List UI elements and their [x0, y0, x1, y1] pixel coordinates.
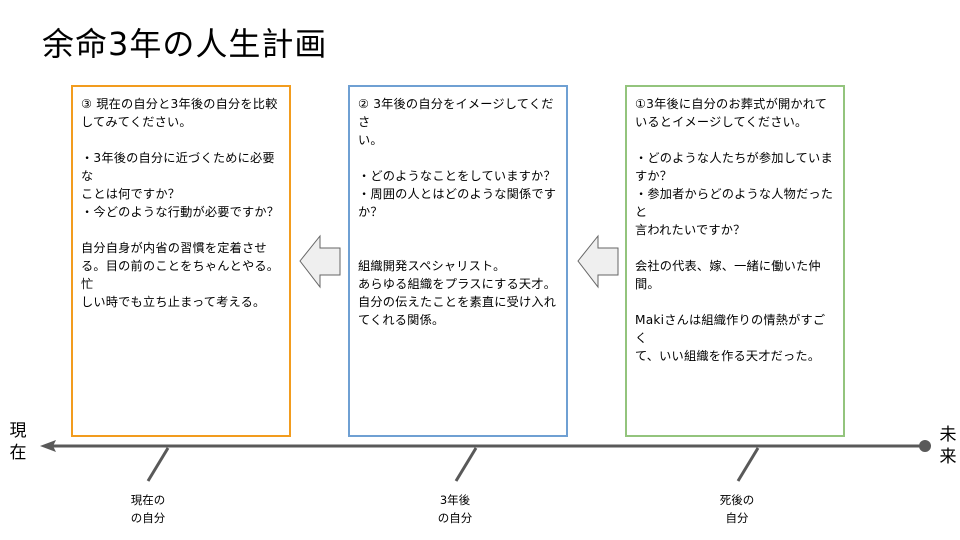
timeline-end-dot [919, 440, 931, 452]
present-self-text: ③ 現在の自分と3年後の自分を比較 してみてください。 ・3年後の自分に近づくた… [81, 97, 280, 309]
timeline-tick [146, 447, 170, 482]
tick-label-three-years: 3年後 の自分 [437, 493, 473, 525]
tick-label-present: 現在の の自分 [130, 493, 166, 525]
timeline-future-label: 未 来 [939, 425, 957, 467]
tick-label-after-death: 死後の 自分 [719, 493, 755, 525]
left-arrow-icon [299, 234, 341, 289]
present-self-box: ③ 現在の自分と3年後の自分を比較 してみてください。 ・3年後の自分に近づくた… [71, 85, 291, 437]
timeline-present-label: 現 在 [9, 421, 27, 463]
timeline-tick [736, 447, 760, 482]
funeral-text: ①3年後に自分のお葬式が開かれて いるとイメージしてください。 ・どのような人た… [635, 97, 834, 363]
left-arrow-icon [577, 234, 619, 289]
funeral-box: ①3年後に自分のお葬式が開かれて いるとイメージしてください。 ・どのような人た… [625, 85, 845, 437]
three-years-later-box: ② 3年後の自分をイメージしてくださ い。 ・どのようなことをしていますか？ ・… [348, 85, 568, 437]
timeline-tick [454, 447, 478, 482]
page-title: 余命3年の人生計画 [42, 25, 328, 63]
three-years-later-text: ② 3年後の自分をイメージしてくださ い。 ・どのようなことをしていますか？ ・… [358, 97, 557, 327]
timeline-arrowhead-icon [40, 440, 56, 452]
